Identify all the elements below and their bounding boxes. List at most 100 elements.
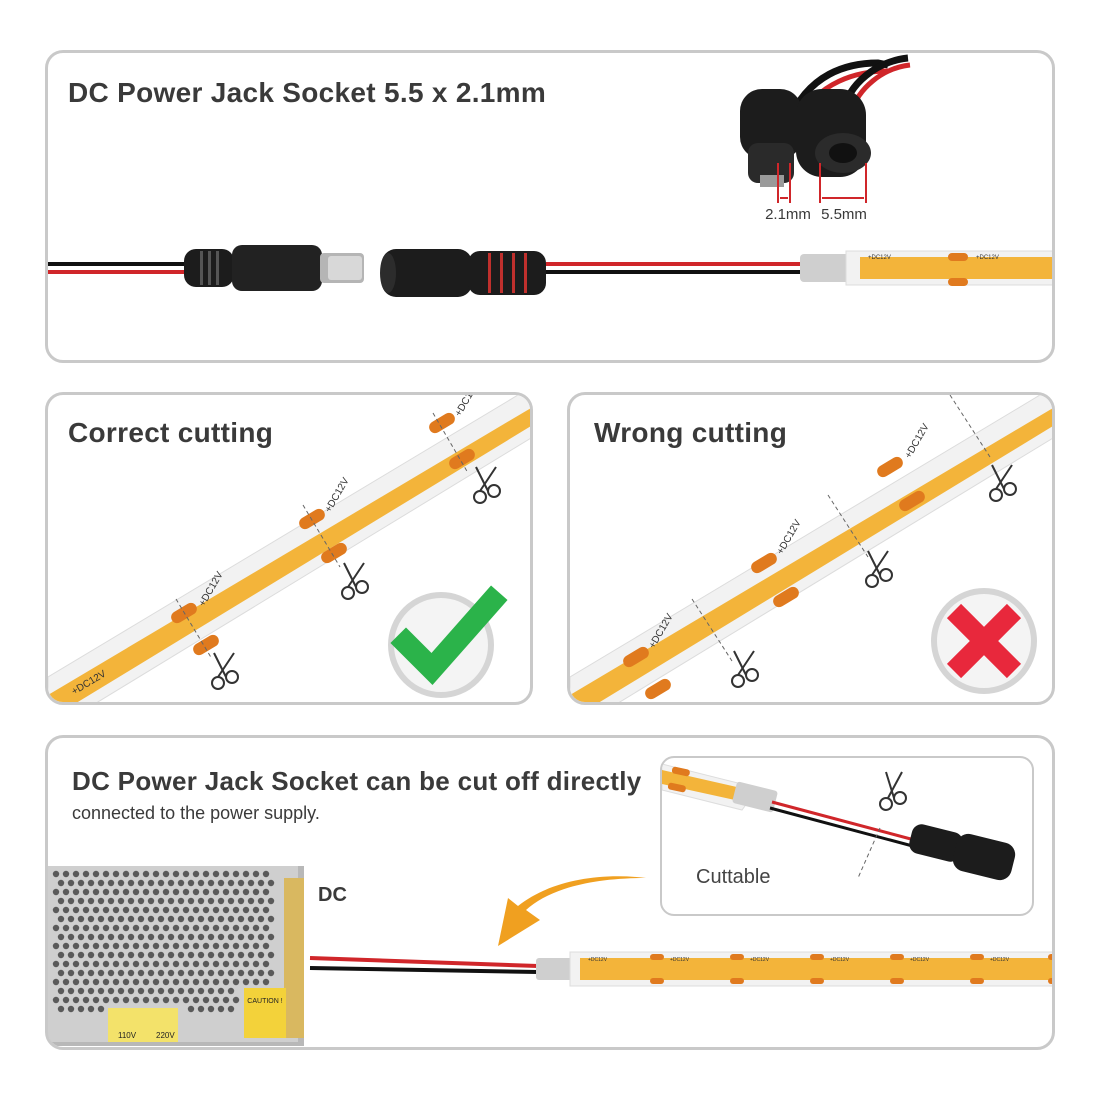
vent-hole bbox=[122, 870, 130, 878]
vent-hole bbox=[72, 960, 80, 968]
vent-hole bbox=[217, 879, 225, 887]
vent-hole bbox=[92, 870, 100, 878]
vent-hole bbox=[102, 870, 110, 878]
vent-hole bbox=[142, 978, 150, 986]
vent-hole bbox=[67, 1005, 75, 1013]
vent-hole bbox=[192, 960, 200, 968]
check-icon bbox=[388, 585, 508, 698]
vent-hole bbox=[52, 942, 60, 950]
vent-hole bbox=[127, 969, 135, 977]
vent-hole bbox=[242, 888, 250, 896]
vent-hole bbox=[247, 879, 255, 887]
dc-label: DC bbox=[318, 884, 347, 906]
vent-hole bbox=[247, 915, 255, 923]
strip-marking: +DC12V bbox=[990, 957, 1010, 963]
vent-hole bbox=[252, 906, 260, 914]
vent-hole bbox=[172, 960, 180, 968]
vent-hole bbox=[202, 906, 210, 914]
vent-hole bbox=[182, 960, 190, 968]
correct-cutting-illustration: +DC12V +DC12V +DC12V +DC12V bbox=[48, 395, 530, 702]
vent-hole bbox=[167, 933, 175, 941]
vent-hole bbox=[212, 870, 220, 878]
vent-hole bbox=[147, 969, 155, 977]
vent-hole bbox=[102, 996, 110, 1004]
vent-hole bbox=[147, 897, 155, 905]
vent-hole bbox=[252, 960, 260, 968]
vent-hole bbox=[242, 924, 250, 932]
arrow-icon bbox=[498, 876, 646, 946]
vent-hole bbox=[257, 897, 265, 905]
vent-hole bbox=[137, 969, 145, 977]
vent-hole bbox=[52, 870, 60, 878]
vent-hole bbox=[162, 978, 170, 986]
psu-voltage-high: 220V bbox=[156, 1031, 175, 1040]
vent-hole bbox=[112, 942, 120, 950]
vent-hole bbox=[62, 906, 70, 914]
vent-hole bbox=[262, 906, 270, 914]
scissors-icon bbox=[473, 466, 501, 504]
vent-hole bbox=[262, 924, 270, 932]
vent-hole bbox=[67, 897, 75, 905]
vent-hole bbox=[67, 879, 75, 887]
vent-hole bbox=[237, 933, 245, 941]
vent-hole bbox=[232, 978, 240, 986]
vent-hole bbox=[117, 987, 125, 995]
vent-hole bbox=[222, 924, 230, 932]
vent-hole bbox=[122, 924, 130, 932]
vent-hole bbox=[207, 897, 215, 905]
vent-hole bbox=[87, 969, 95, 977]
vent-hole bbox=[67, 969, 75, 977]
vent-hole bbox=[247, 969, 255, 977]
vent-hole bbox=[252, 924, 260, 932]
vent-hole bbox=[212, 960, 220, 968]
vent-hole bbox=[197, 1005, 205, 1013]
led-strip: +DC12V +DC12V bbox=[800, 250, 1052, 286]
vent-hole bbox=[77, 915, 85, 923]
vent-hole bbox=[62, 870, 70, 878]
vent-hole bbox=[247, 897, 255, 905]
vent-hole bbox=[107, 969, 115, 977]
vent-hole bbox=[162, 996, 170, 1004]
vent-hole bbox=[242, 960, 250, 968]
vent-hole bbox=[52, 978, 60, 986]
vent-hole bbox=[132, 888, 140, 896]
vent-hole bbox=[122, 978, 130, 986]
vent-hole bbox=[162, 942, 170, 950]
vent-hole bbox=[122, 942, 130, 950]
vent-hole bbox=[77, 969, 85, 977]
cuttable-illustration bbox=[662, 763, 1016, 881]
vent-hole bbox=[172, 906, 180, 914]
male-dc-plug bbox=[184, 245, 364, 291]
vent-hole bbox=[62, 978, 70, 986]
vent-hole bbox=[117, 897, 125, 905]
vent-hole bbox=[112, 888, 120, 896]
vent-hole bbox=[52, 924, 60, 932]
vent-hole bbox=[267, 933, 275, 941]
vent-hole bbox=[177, 915, 185, 923]
vent-hole bbox=[212, 888, 220, 896]
vent-hole bbox=[257, 969, 265, 977]
vent-hole bbox=[192, 942, 200, 950]
vent-hole bbox=[102, 942, 110, 950]
vent-hole bbox=[187, 915, 195, 923]
vent-hole bbox=[227, 1005, 235, 1013]
jack-connectors-closeup bbox=[740, 54, 911, 203]
vent-hole bbox=[112, 996, 120, 1004]
vent-hole bbox=[172, 942, 180, 950]
vent-hole bbox=[117, 915, 125, 923]
vent-hole bbox=[212, 924, 220, 932]
vent-hole bbox=[217, 1005, 225, 1013]
vent-hole bbox=[57, 969, 65, 977]
vent-hole bbox=[162, 870, 170, 878]
strip-marking: +DC12V bbox=[903, 422, 932, 461]
vent-hole bbox=[167, 879, 175, 887]
vent-hole bbox=[232, 906, 240, 914]
vent-hole bbox=[137, 951, 145, 959]
vent-hole bbox=[192, 906, 200, 914]
vent-hole bbox=[162, 906, 170, 914]
vent-hole bbox=[112, 960, 120, 968]
vent-hole bbox=[157, 897, 165, 905]
vent-hole bbox=[132, 960, 140, 968]
vent-hole bbox=[92, 888, 100, 896]
vent-hole bbox=[107, 987, 115, 995]
